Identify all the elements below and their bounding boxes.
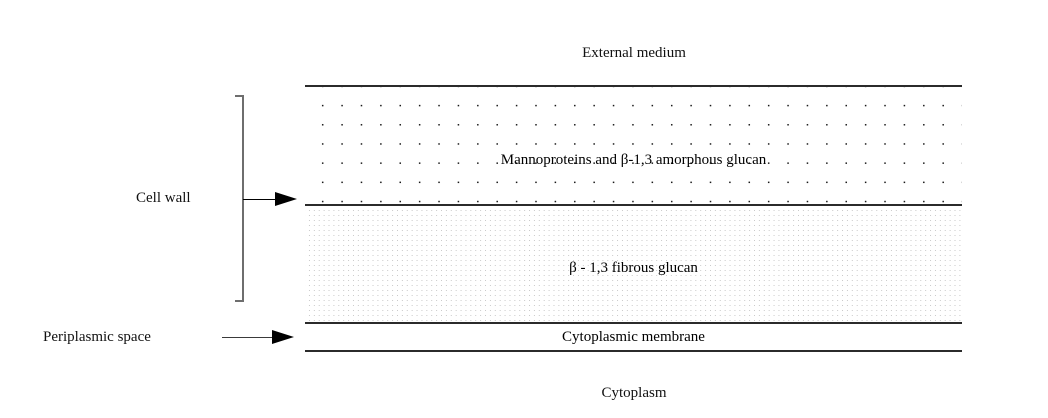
- cell-wall-arrow-icon: [243, 192, 297, 206]
- periplasmic-space-arrow-icon: [222, 330, 296, 344]
- arrow-head: [275, 192, 297, 206]
- layer-divider-line: [305, 204, 962, 206]
- cell-wall-label: Cell wall: [136, 190, 191, 206]
- arrow-shaft: [243, 198, 281, 200]
- cytoplasmic-membrane-band: [305, 324, 962, 350]
- cytoplasm-label: Cytoplasm: [601, 385, 667, 401]
- outer-wall-boundary-line: [305, 85, 962, 87]
- periplasmic-space-label: Periplasmic space: [43, 329, 151, 345]
- arrow-shaft: [222, 336, 277, 338]
- membrane-bottom-line: [305, 350, 962, 352]
- membrane-top-line: [305, 322, 962, 324]
- amorphous-glucan-label: Mannoproteins and β-1,3 amorphous glucan: [500, 152, 767, 168]
- amorphous-glucan-layer: [305, 87, 962, 204]
- wall-layer-stack: Mannoproteins and β-1,3 amorphous glucan…: [305, 85, 962, 352]
- cytoplasmic-membrane-label: Cytoplasmic membrane: [562, 329, 705, 345]
- fibrous-glucan-label: β - 1,3 fibrous glucan: [569, 260, 698, 276]
- external-medium-label: External medium: [582, 45, 686, 61]
- arrow-head: [272, 330, 294, 344]
- fibrous-glucan-layer: [305, 206, 962, 322]
